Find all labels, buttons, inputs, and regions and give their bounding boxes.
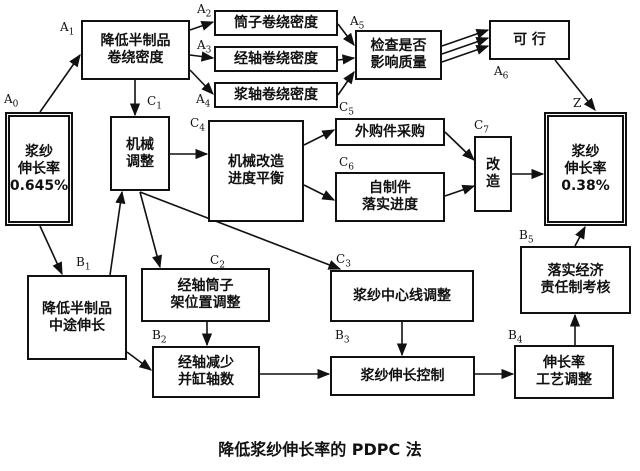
node-c7-retrofit: 改 造 bbox=[474, 136, 512, 212]
arrow-c6-to-c7 bbox=[444, 184, 476, 197]
label-a3: A3 bbox=[197, 38, 212, 56]
label-a5: A5 bbox=[350, 14, 365, 32]
label-b1: B1 bbox=[76, 255, 91, 273]
arrow-c5-to-c7 bbox=[444, 131, 475, 161]
node-b5-responsibility: 落实经济 责任制考核 bbox=[520, 246, 631, 314]
arrow-b5-to-z bbox=[574, 225, 586, 247]
arrow-c1-to-c2 bbox=[139, 191, 162, 269]
arrow-c1-to-c3 bbox=[139, 191, 342, 270]
label-a4: A4 bbox=[196, 92, 211, 110]
label-c7: C7 bbox=[474, 118, 489, 136]
node-a4-sized-beam-density: 浆轴卷绕密度 bbox=[214, 82, 338, 108]
node-c5-purchase-parts: 外购件采购 bbox=[335, 118, 445, 146]
label-b2: B2 bbox=[152, 328, 167, 346]
arrow-a3-to-a5 bbox=[337, 54, 356, 65]
label-c2: C2 bbox=[210, 253, 225, 271]
node-c6-self-made-parts: 自制件 落实进度 bbox=[335, 172, 445, 222]
node-c4-mechanical-retrofit: 机械改造 进度平衡 bbox=[208, 120, 304, 222]
node-a3-beam-density: 经轴卷绕密度 bbox=[214, 46, 338, 72]
arrow-c4-to-c6 bbox=[303, 184, 336, 201]
arrow-a1-to-a4 bbox=[189, 69, 214, 95]
arrow-a2-to-a5 bbox=[337, 23, 355, 47]
label-b5: B5 bbox=[519, 228, 534, 246]
arrow-a0-to-a1 bbox=[39, 53, 81, 113]
arrow-a5-to-a6-3 bbox=[441, 44, 490, 63]
label-z: Z bbox=[573, 96, 582, 110]
node-b2-reduce-beams: 经轴减少 并缸轴数 bbox=[152, 346, 260, 398]
node-c3-center-line: 浆纱中心线调整 bbox=[330, 270, 474, 322]
arrow-a1-to-a2 bbox=[189, 20, 215, 31]
arrow-b1-to-b2 bbox=[126, 351, 153, 371]
label-c3: C3 bbox=[336, 252, 351, 270]
label-a0: A0 bbox=[4, 92, 19, 110]
node-c2-creel-position: 经轴筒子 架位置调整 bbox=[141, 268, 270, 322]
arrow-a0-to-b1 bbox=[39, 225, 63, 276]
label-a6: A6 bbox=[494, 64, 509, 82]
arrow-c4-to-c5 bbox=[303, 129, 336, 146]
node-b4-process-adjust: 伸长率 工艺调整 bbox=[514, 345, 614, 399]
node-a2-cheese-density: 筒子卷绕密度 bbox=[214, 10, 338, 36]
label-b4: B4 bbox=[508, 328, 523, 346]
arrow-a5-to-a6-2 bbox=[441, 36, 490, 55]
label-a2: A2 bbox=[197, 2, 212, 20]
arrow-a4-to-a5 bbox=[337, 70, 355, 96]
node-b3-stretch-control: 浆纱伸长控制 bbox=[330, 356, 475, 396]
label-a1: A1 bbox=[60, 20, 75, 38]
node-a6-feasible: 可 行 bbox=[489, 20, 570, 60]
arrow-a1-to-a3 bbox=[189, 51, 215, 62]
arrow-a5-to-a6-1 bbox=[441, 28, 490, 47]
node-z-target-rate: 浆纱 伸长率 0.38% bbox=[544, 112, 627, 226]
arrow-b1-to-c1 bbox=[109, 190, 126, 276]
node-a5-check-quality: 检查是否 影响质量 bbox=[355, 30, 442, 80]
node-b1-reduce-midway-stretch: 降低半制品 中途伸长 bbox=[27, 275, 127, 360]
node-c1-mechanical-adjust: 机械 调整 bbox=[110, 116, 170, 191]
arrow-a6-to-z bbox=[554, 59, 596, 111]
label-c5: C5 bbox=[339, 100, 354, 118]
label-c4: C4 bbox=[190, 116, 205, 134]
diagram-caption: 降低浆纱伸长率的 PDPC 法 bbox=[218, 440, 422, 459]
label-c1: C1 bbox=[147, 94, 162, 112]
label-c6: C6 bbox=[339, 155, 354, 173]
node-a0-start-rate: 浆纱 伸长率 0.645% bbox=[5, 112, 73, 226]
label-b3: B3 bbox=[335, 328, 350, 346]
node-a1-reduce-winding-density: 降低半制品 卷绕密度 bbox=[81, 20, 190, 80]
